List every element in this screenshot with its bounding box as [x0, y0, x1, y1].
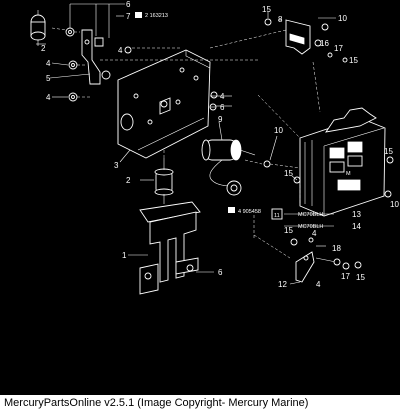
callout-8: 8	[278, 15, 283, 24]
callout-4-d: 4	[220, 92, 225, 101]
callout-15-low: 15	[284, 226, 293, 235]
callout-3: 3	[114, 161, 119, 170]
callout-7: 7	[126, 12, 131, 21]
parts-diagram: M 11	[0, 0, 400, 395]
callout-4-b: 4	[46, 93, 51, 102]
mounting-plate	[117, 49, 211, 159]
clip-bracket	[81, 29, 111, 85]
callout-6-top: 6	[126, 0, 131, 9]
callout-10-mid: 10	[274, 126, 283, 135]
label-box-11: 11	[271, 208, 283, 220]
callout-4-br: 4	[316, 280, 321, 289]
assembly-lines	[51, 27, 321, 259]
pn-box-1	[135, 12, 142, 18]
bracket-8	[264, 18, 348, 63]
leader-lines	[36, 3, 336, 285]
callout-2-top: 2	[41, 44, 46, 53]
callout-4-low: 4	[312, 229, 317, 238]
callout-14: 14	[352, 222, 361, 231]
bolt-assembly-12	[290, 237, 362, 283]
exploded-view: M 11	[30, 0, 399, 295]
lower-bracket	[139, 201, 201, 295]
callout-5: 5	[46, 74, 51, 83]
ecm-module: M	[299, 107, 386, 217]
callout-4-a: 4	[46, 59, 51, 68]
callout-9: 9	[218, 115, 223, 124]
callout-4-c: 4	[118, 46, 123, 55]
callout-10-top: 10	[338, 14, 347, 23]
callout-13: 13	[352, 210, 361, 219]
callout-labels: 6 2 7 4 5 4 4 3 4 6 9 2 1 6 15 8 10 16 1…	[41, 0, 399, 289]
ignition-module	[201, 139, 256, 196]
callout-15-mid: 15	[284, 169, 293, 178]
rubber-mount-top	[30, 10, 46, 46]
callout-17-top: 17	[334, 44, 343, 53]
callout-15-top: 15	[262, 5, 271, 14]
callout-6-mid: 6	[220, 103, 225, 112]
part-number-labels: 2 163213 4 905458 MC70BLH MC70BLH	[135, 12, 323, 230]
callout-17-low: 17	[341, 272, 350, 281]
callout-15-br: 15	[356, 273, 365, 282]
part-number-4905458: 4 905458	[238, 209, 261, 215]
ecm-label-1: MC70BLH	[298, 212, 323, 218]
copyright-footer: MercuryPartsOnline v2.5.1 (Image Copyrig…	[4, 397, 309, 409]
part-number-2163213: 2 163213	[145, 13, 168, 19]
callout-12: 12	[278, 280, 287, 289]
callout-16: 16	[320, 39, 329, 48]
pn-box-2	[228, 207, 235, 213]
callout-2-mid: 2	[126, 176, 131, 185]
ecm-label-2: MC70BLH	[298, 224, 323, 230]
callout-15-right: 15	[384, 147, 393, 156]
svg-text:11: 11	[274, 213, 280, 219]
callout-10-right: 10	[390, 200, 399, 209]
svg-text:M: M	[346, 171, 351, 177]
callout-15-b: 15	[349, 56, 358, 65]
rubber-mount-lower	[154, 158, 174, 204]
callout-6-low: 6	[218, 268, 223, 277]
callout-1: 1	[122, 251, 127, 260]
callout-18: 18	[332, 244, 341, 253]
